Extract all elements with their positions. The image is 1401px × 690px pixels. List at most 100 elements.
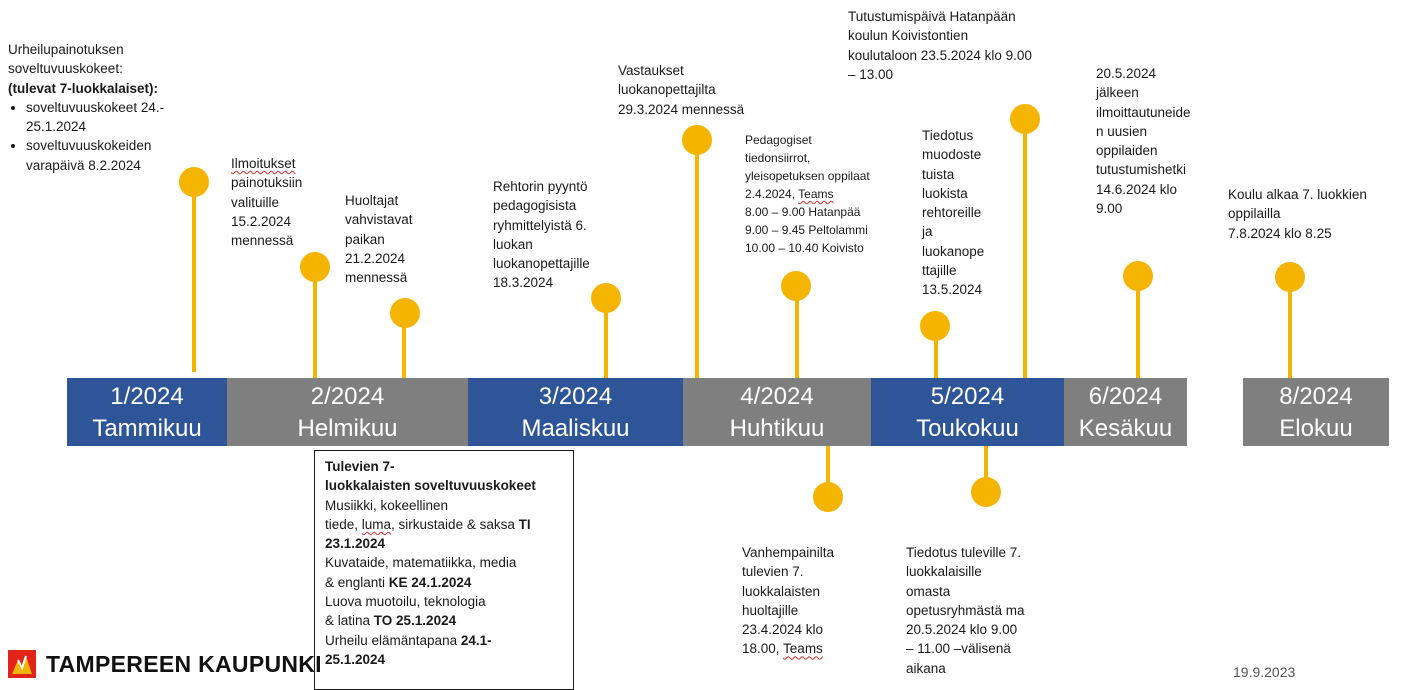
month-august: 8/2024 Elokuu	[1243, 378, 1389, 446]
event-text: tuista	[922, 166, 955, 182]
marker-stem	[934, 325, 938, 378]
marker-dot	[1010, 104, 1040, 134]
marker-dot	[971, 477, 1001, 507]
marker-dot	[781, 271, 811, 301]
event-text: huoltajille	[742, 602, 799, 618]
event-text: 2.4.2024, Teams	[745, 187, 834, 201]
event-text: paikan	[345, 231, 385, 247]
event-text: painotuksiin	[231, 175, 303, 191]
event-tiedotus-opetusryhma: Tiedotus tuleville 7. luokkalaisille oma…	[906, 543, 1025, 678]
event-text: jälkeen	[1096, 85, 1139, 101]
month-february: 2/2024 Helmikuu	[227, 378, 468, 446]
box-text: & latina TO 25.1.2024	[325, 613, 457, 629]
month-number: 6/2024	[1088, 383, 1163, 410]
event-text: 21.2.2024	[345, 250, 406, 266]
event-text: luokan	[493, 236, 533, 252]
marker-dot	[300, 252, 330, 282]
event-koulu-alkaa: Koulu alkaa 7. luokkien oppilailla 7.8.2…	[1228, 185, 1367, 243]
event-text: ryhmittelyistä 6.	[493, 217, 587, 233]
event-text: 13.5.2024	[922, 282, 983, 298]
event-tiedotus-rehtoreille: Tiedotus muodoste tuista luokista rehtor…	[922, 126, 984, 300]
event-text: opetusryhmästä ma	[906, 602, 1025, 618]
month-name: Helmikuu	[297, 415, 398, 442]
event-text: 18.00, Teams	[742, 641, 823, 657]
footer-date: 19.9.2023	[1233, 664, 1296, 680]
marker-stem	[984, 446, 988, 491]
page-title-fragment	[660, 0, 990, 2]
marker-dot	[920, 311, 950, 341]
aptitude-tests-box: Tulevien 7- luokkalaisten soveltuvuuskok…	[314, 450, 574, 690]
marker-stem	[192, 182, 196, 372]
event-text: ja	[922, 224, 933, 240]
marker-stem	[402, 312, 406, 378]
month-number: 1/2024	[110, 383, 184, 410]
event-text: Huoltajat	[345, 193, 399, 208]
event-text: 9.00 – 9.45 Peltolammi	[745, 223, 868, 237]
event-text: 7.8.2024 klo 8.25	[1228, 225, 1332, 241]
marker-dot	[179, 167, 209, 197]
month-number: 5/2024	[930, 383, 1005, 410]
event-text: valituille	[231, 194, 280, 210]
event-tutustumishetki: 20.5.2024 jälkeen ilmoittautuneide n uus…	[1096, 64, 1191, 218]
event-text: aikana	[906, 660, 946, 676]
event-text: Tiedotus tuleville 7.	[906, 545, 1022, 560]
event-text: 10.00 – 10.40 Koivisto	[745, 241, 864, 255]
event-text: luokanope	[922, 243, 985, 259]
event-text: (tulevat 7-luokkalaiset):	[8, 80, 159, 96]
box-text: 23.1.2024	[325, 536, 386, 552]
event-text: – 13.00	[848, 66, 894, 82]
month-name: Maaliskuu	[521, 415, 630, 442]
event-text: Vastaukset	[618, 63, 684, 78]
event-vanhempainilta: Vanhempainilta tulevien 7. luokkalaisten…	[742, 543, 834, 659]
event-text: Tutustumispäivä Hatanpään	[848, 9, 1016, 24]
event-bullets: soveltuvuuskokeet 24.-25.1.2024 soveltuv…	[8, 98, 164, 175]
box-text: 25.1.2024	[325, 651, 386, 667]
event-text: 9.00	[1096, 201, 1123, 217]
event-text: pedagogisista	[493, 198, 577, 214]
event-tutustumispaiva: Tutustumispäivä Hatanpään koulun Koivist…	[848, 7, 1032, 84]
event-text: Tiedotus	[922, 128, 974, 143]
event-text: Ilmoitukset	[231, 156, 296, 171]
box-text: Urheilu elämäntapana 24.1-	[325, 632, 492, 648]
event-text: koulutaloon 23.5.2024 klo 9.00	[848, 47, 1032, 63]
event-text: Urheilupainotuksen	[8, 42, 124, 57]
box-text: Musiikki, kokeellinen	[325, 497, 449, 513]
event-text: yleisopetuksen oppilaat	[745, 169, 870, 183]
event-text: oppilaiden	[1096, 143, 1158, 159]
month-name: Toukokuu	[916, 415, 1019, 442]
event-vastaukset: Vastaukset luokanopettajilta 29.3.2024 m…	[618, 61, 744, 119]
month-number: 4/2024	[740, 383, 814, 410]
month-name: Elokuu	[1279, 415, 1353, 442]
box-text: luokkalaisten soveltuvuuskokeet	[325, 478, 536, 494]
marker-stem	[695, 140, 699, 380]
event-text: muodoste	[922, 147, 982, 163]
box-text: & englanti KE 24.1.2024	[325, 574, 472, 590]
event-urheilupainotus: Urheilupainotuksen soveltuvuuskokeet: (t…	[8, 40, 164, 175]
org-name: TAMPEREEN KAUPUNKI	[46, 651, 322, 677]
month-january: 1/2024 Tammikuu	[67, 378, 227, 446]
event-text: 20.5.2024 klo 9.00	[906, 622, 1018, 638]
event-text: oppilailla	[1228, 206, 1281, 222]
marker-stem	[795, 285, 799, 378]
marker-dot	[1123, 261, 1153, 291]
marker-stem	[313, 267, 317, 378]
event-text: rehtoreille	[922, 205, 982, 221]
event-text: – 11.00 –välisenä	[906, 641, 1011, 657]
month-number: 2/2024	[310, 383, 385, 410]
event-text: luokkalaisten	[742, 583, 821, 599]
event-text: luokkalaisille	[906, 564, 982, 580]
event-text: 18.3.2024	[493, 275, 554, 291]
event-rehtorin-pyynto: Rehtorin pyyntö pedagogisista ryhmittely…	[493, 177, 590, 293]
month-name: Kesäkuu	[1078, 415, 1173, 442]
event-text: Vanhempainilta	[742, 545, 835, 560]
event-text: mennessä	[345, 270, 408, 286]
marker-dot	[813, 482, 843, 512]
marker-stem	[1136, 275, 1140, 378]
event-text: 15.2.2024	[231, 213, 292, 229]
tampere-logo-icon	[8, 650, 36, 678]
month-number: 8/2024	[1279, 383, 1353, 410]
month-april: 4/2024 Huhtikuu	[683, 378, 871, 446]
month-name: Tammikuu	[92, 415, 202, 442]
marker-dot	[390, 298, 420, 328]
